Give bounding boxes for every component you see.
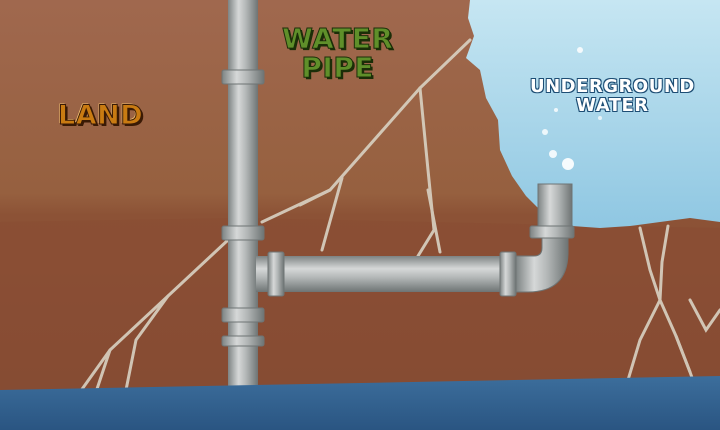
land-label: LAND <box>57 100 144 131</box>
underground-water <box>466 0 720 228</box>
water-bubbles <box>542 47 602 170</box>
underground-water-label-line-1: UNDERGROUND <box>530 76 695 97</box>
water-pipe-label: WATER PIPE <box>281 22 394 85</box>
water-pipe-label-line-2: PIPE <box>301 51 374 85</box>
underground-water-label: UNDERGROUND WATER <box>530 76 695 116</box>
vertical-pipe <box>221 0 265 392</box>
horizontal-pipe <box>256 183 575 297</box>
soil-cracks <box>78 38 720 402</box>
bottom-water-band <box>0 376 720 430</box>
underground-water-label-line-2: WATER <box>576 94 649 116</box>
water-pipe-label-line-1: WATER <box>281 22 394 55</box>
